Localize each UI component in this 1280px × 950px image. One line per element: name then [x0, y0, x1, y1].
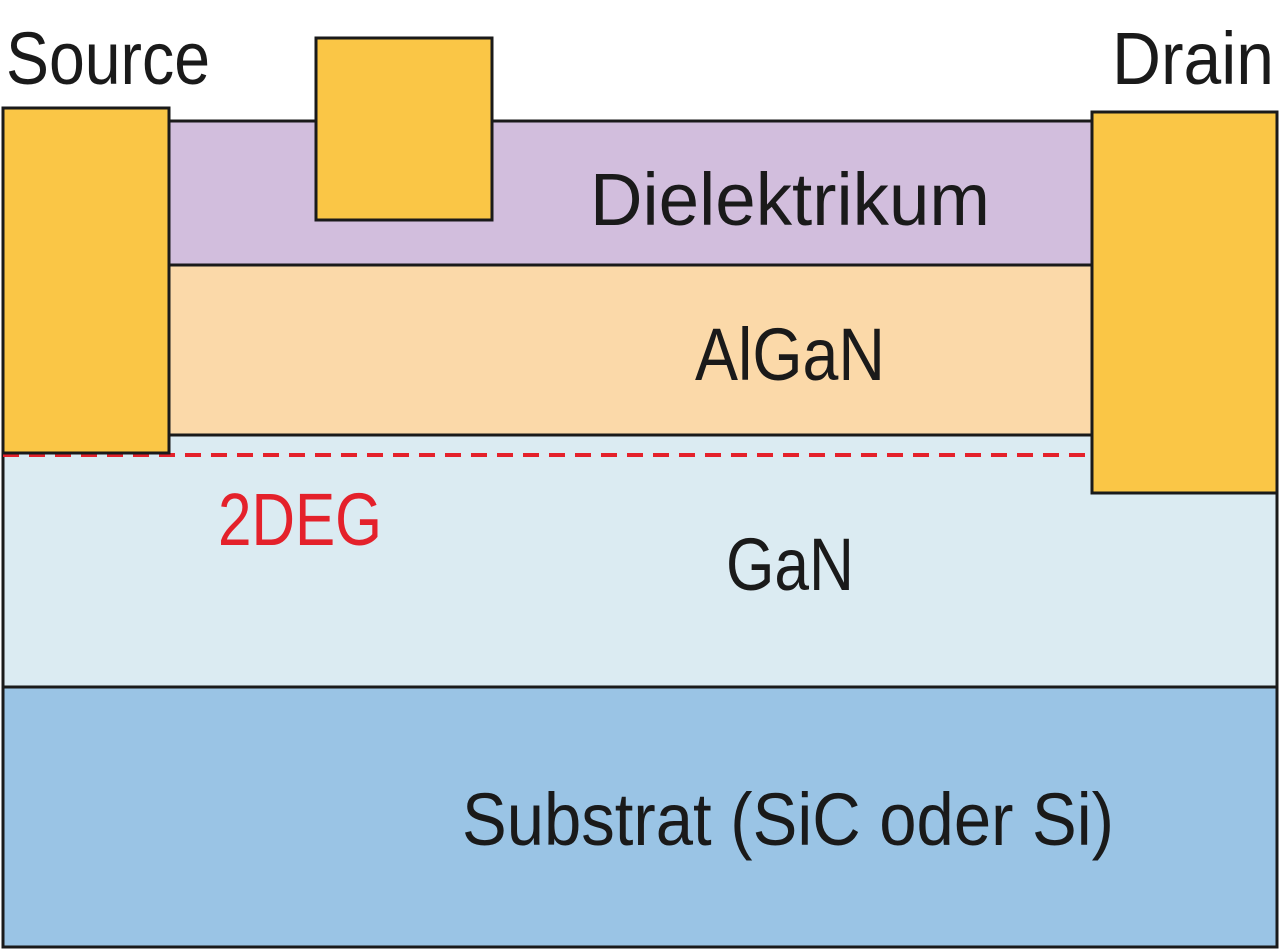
- source-label: Source: [6, 17, 210, 100]
- algan-label: AlGaN: [695, 313, 885, 396]
- algan-layer: [166, 263, 1094, 437]
- twodeg-label: 2DEG: [218, 478, 382, 561]
- source-contact: [1, 106, 171, 455]
- gan-layer: [1, 433, 1279, 689]
- dielectric-label: Dielektrikum: [590, 158, 990, 241]
- drain-label: Drain: [1112, 17, 1274, 100]
- gate-contact: [314, 36, 494, 222]
- drain-contact: [1090, 110, 1279, 495]
- gan-label: GaN: [726, 523, 854, 606]
- substrate-label: Substrat (SiC oder Si): [462, 778, 1114, 861]
- substrate-layer: [1, 685, 1279, 949]
